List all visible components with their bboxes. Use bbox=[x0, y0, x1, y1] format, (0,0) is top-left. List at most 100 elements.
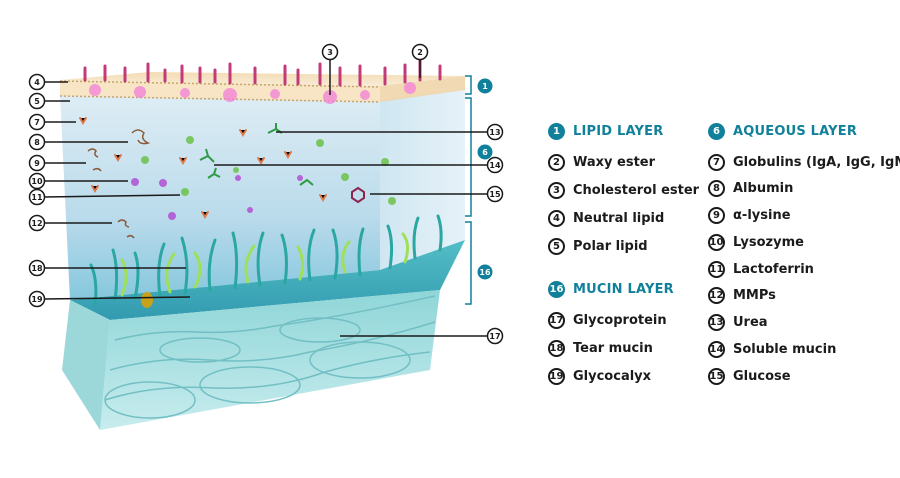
legend-num: 2 bbox=[548, 154, 565, 171]
callout-10: 10 bbox=[28, 172, 46, 190]
svg-text:9: 9 bbox=[34, 159, 40, 168]
legend-label: Lactoferrin bbox=[733, 262, 814, 277]
svg-text:18: 18 bbox=[31, 264, 43, 273]
legend-item-11: 11 Lactoferrin bbox=[708, 261, 814, 278]
legend-item-16: 16 MUCIN LAYER bbox=[548, 281, 674, 298]
legend-item-15: 15 Glucose bbox=[708, 368, 791, 385]
svg-text:6: 6 bbox=[482, 148, 488, 157]
legend-num: 16 bbox=[548, 281, 565, 298]
legend-item-12: 12 MMPs bbox=[708, 287, 776, 304]
legend-label: Urea bbox=[733, 315, 768, 330]
callout-4: 4 bbox=[28, 73, 46, 91]
svg-text:7: 7 bbox=[34, 118, 40, 127]
legend-label: Cholesterol ester bbox=[573, 183, 700, 198]
legend-label: Polar lipid bbox=[573, 239, 648, 254]
svg-text:14: 14 bbox=[489, 161, 501, 170]
legend-num: 3 bbox=[548, 182, 565, 199]
legend-num: 7 bbox=[708, 154, 725, 171]
legend-item-6: 6 AQUEOUS LAYER bbox=[708, 123, 857, 140]
legend-num: 10 bbox=[708, 234, 725, 251]
legend-label: Albumin bbox=[733, 181, 794, 196]
svg-text:8: 8 bbox=[34, 138, 40, 147]
legend-item-2: 2 Waxy ester bbox=[548, 154, 655, 171]
legend-item-18: 18 Tear mucin bbox=[548, 340, 653, 357]
legend-num: 5 bbox=[548, 238, 565, 255]
badge-6: 6 bbox=[477, 144, 493, 160]
epithelium-left bbox=[62, 300, 110, 430]
leader-lines bbox=[43, 60, 487, 337]
callout-9: 9 bbox=[28, 154, 46, 172]
legend-item-8: 8 Albumin bbox=[708, 180, 793, 197]
aqueous-front-face bbox=[60, 95, 380, 300]
legend-num: 17 bbox=[548, 312, 565, 329]
legend-num: 8 bbox=[708, 180, 725, 197]
legend-label: Globulins (IgA, IgG, IgM) bbox=[733, 155, 900, 170]
legend-item-13: 13 Urea bbox=[708, 314, 768, 331]
svg-text:2: 2 bbox=[417, 48, 423, 57]
legend-label: Glycocalyx bbox=[573, 369, 652, 384]
svg-text:19: 19 bbox=[31, 295, 43, 304]
legend-label: Glucose bbox=[733, 369, 791, 384]
callout-13: 13 bbox=[486, 123, 504, 141]
legend-num: 11 bbox=[708, 261, 725, 278]
legend-num: 18 bbox=[548, 340, 565, 357]
svg-text:3: 3 bbox=[327, 48, 333, 57]
svg-text:15: 15 bbox=[489, 190, 501, 199]
lipid-layer-top bbox=[60, 72, 465, 86]
legend-item-17: 17 Glycoprotein bbox=[548, 312, 667, 329]
legend-label: Neutral lipid bbox=[573, 211, 665, 226]
legend-num: 13 bbox=[708, 314, 725, 331]
epithelium-front bbox=[100, 290, 440, 430]
legend-label: MMPs bbox=[733, 288, 776, 303]
waxy-ester-chains bbox=[83, 58, 442, 87]
callout-markers: 2 3 4 5 7 8 9 10 11 12 13 14 15 17 18 19 bbox=[28, 43, 504, 345]
legend-label: Waxy ester bbox=[573, 155, 656, 170]
epithelium-cells bbox=[104, 295, 436, 419]
aqueous-molecules bbox=[79, 117, 396, 239]
layer-brackets bbox=[465, 75, 472, 305]
badge-1: 1 bbox=[477, 78, 493, 94]
legend-label: AQUEOUS LAYER bbox=[733, 124, 858, 139]
legend-num: 15 bbox=[708, 368, 725, 385]
legend-num: 9 bbox=[708, 207, 725, 224]
svg-text:4: 4 bbox=[34, 78, 40, 87]
mucin-strands bbox=[89, 214, 443, 307]
callout-19: 19 bbox=[28, 290, 46, 308]
legend-item-10: 10 Lysozyme bbox=[708, 234, 804, 251]
legend-num: 6 bbox=[708, 123, 725, 140]
callout-15: 15 bbox=[486, 185, 504, 203]
legend-num: 19 bbox=[548, 368, 565, 385]
legend-label: Soluble mucin bbox=[733, 342, 837, 357]
callout-17: 17 bbox=[486, 327, 504, 345]
legend-item-7: 7 Globulins (IgA, IgG, IgM) bbox=[708, 154, 900, 171]
svg-text:10: 10 bbox=[31, 177, 43, 186]
legend-label: Glycoprotein bbox=[573, 313, 667, 328]
svg-text:17: 17 bbox=[489, 332, 500, 341]
badge-16: 16 bbox=[477, 264, 493, 280]
aqueous-side-face bbox=[380, 88, 465, 270]
callout-18: 18 bbox=[28, 259, 46, 277]
legend-label: α-lysine bbox=[733, 208, 791, 223]
legend-num: 12 bbox=[708, 287, 725, 304]
legend-label: Lysozyme bbox=[733, 235, 804, 250]
cholesterol-ester-blobs bbox=[89, 82, 416, 104]
svg-text:13: 13 bbox=[489, 128, 500, 137]
callout-8: 8 bbox=[28, 133, 46, 151]
legend-item-9: 9 α-lysine bbox=[708, 207, 791, 224]
svg-text:12: 12 bbox=[31, 219, 42, 228]
mucin-layer bbox=[70, 240, 465, 320]
legend-label: MUCIN LAYER bbox=[573, 282, 674, 297]
svg-text:11: 11 bbox=[31, 193, 43, 202]
callout-14: 14 bbox=[486, 156, 504, 174]
legend-label: Tear mucin bbox=[573, 341, 653, 356]
callout-2: 2 bbox=[411, 43, 429, 61]
callout-11: 11 bbox=[28, 188, 46, 206]
legend-item-19: 19 Glycocalyx bbox=[548, 368, 651, 385]
legend-label: LIPID LAYER bbox=[573, 124, 664, 139]
legend-item-3: 3 Cholesterol ester bbox=[548, 182, 699, 199]
svg-text:16: 16 bbox=[479, 268, 491, 277]
callout-12: 12 bbox=[28, 214, 46, 232]
